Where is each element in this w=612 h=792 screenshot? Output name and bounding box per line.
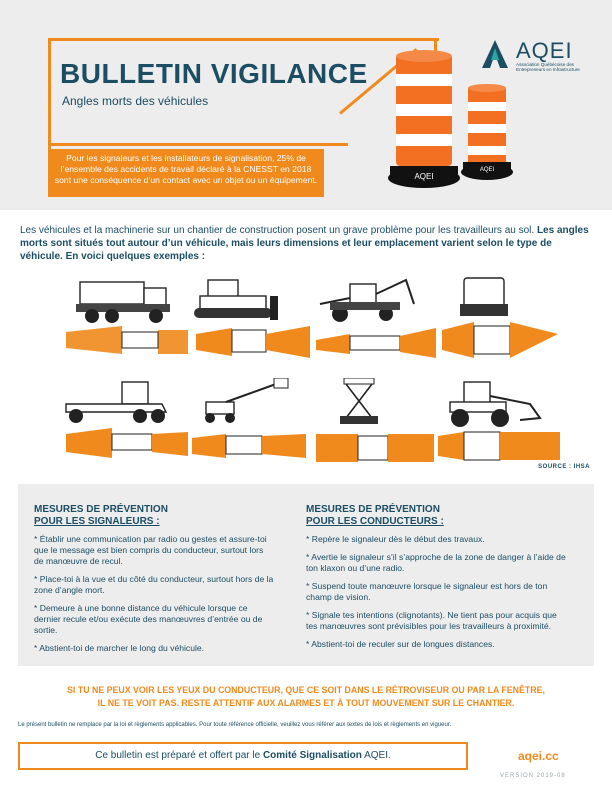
wheel-loader-icon [438, 381, 560, 461]
legal-disclaimer: Le présent bulletin ne remplace par la l… [18, 722, 452, 728]
logo-wordmark: AQEI [516, 38, 573, 63]
prevention-panel [18, 484, 594, 666]
safety-warning: SI TU NE PEUX VOIR LES YEUX DU CONDUCTEU… [67, 685, 545, 708]
bulldozer-icon [194, 279, 310, 358]
list-item: * Demeure à une bonne distance du véhicu… [34, 603, 263, 635]
backhoe-icon [316, 278, 436, 358]
list-item: * Abstient-toi de marcher le long du véh… [34, 643, 205, 653]
grader-icon [65, 381, 188, 458]
skid-steer-icon [442, 277, 558, 358]
small-barrel-icon: AQEI [461, 84, 513, 180]
list-item: * Avertie le signaleur s’il s’approche d… [306, 552, 566, 573]
list-item: * Signale tes intentions (clignotants). … [306, 610, 557, 631]
logo-tagline: Association Québécoise des Entrepreneurs… [516, 62, 580, 73]
source-credit: SOURCE : IHSA [538, 464, 590, 470]
barrel-label-large: AQEI [414, 172, 433, 181]
dump-truck-icon [66, 281, 188, 354]
aqei-logo-icon [482, 40, 508, 68]
intro-line-2: Les angles morts sont situés tout autour… [20, 225, 589, 262]
boom-lift-icon [192, 378, 306, 458]
barrel-label-small: AQEI [480, 167, 495, 173]
large-barrel-icon: AQEI [388, 50, 460, 188]
statistic-callout: Pour les signaleurs et les installateurs… [48, 149, 324, 197]
version-label: VERSION 2019-08 [500, 773, 566, 779]
list-item: * Repère le signaleur dès le début des t… [306, 534, 485, 544]
title-frame-bottom [48, 143, 348, 146]
list-item: * Suspend toute manœuvre lorsque le sign… [306, 581, 548, 602]
conducteurs-heading: MESURES DE PRÉVENTION POUR LES CONDUCTEU… [306, 504, 444, 527]
prevention-signaleurs: MESURES DE PRÉVENTION POUR LES SIGNALEUR… [34, 504, 274, 661]
page-subtitle: Angles morts des véhicules [62, 94, 209, 108]
list-item: * Établir une communication par radio ou… [34, 534, 267, 566]
intro-paragraph: Les véhicules et la machinerie sur un ch… [20, 224, 592, 263]
website-link[interactable]: aqei.cc [518, 749, 559, 763]
page-title: BULLETIN VIGILANCE [60, 58, 368, 89]
footer-credit: Ce bulletin est préparé et offert par le… [18, 742, 468, 770]
title-frame-top [48, 38, 439, 149]
scissor-lift-icon [316, 378, 434, 462]
traffic-barrels-illustration: AQEI AQEI [388, 50, 513, 188]
intro-line-1: Les véhicules et la machinerie sur un ch… [20, 225, 535, 236]
list-item: * Abstient-toi de reculer sur de longues… [306, 639, 495, 649]
list-item: * Place-toi à la vue et du côté du condu… [34, 574, 274, 595]
committee-name: Comité Signalisation [262, 750, 362, 761]
signaleurs-heading: MESURES DE PRÉVENTION POUR LES SIGNALEUR… [34, 504, 168, 527]
prevention-conducteurs: MESURES DE PRÉVENTION POUR LES CONDUCTEU… [306, 504, 568, 657]
